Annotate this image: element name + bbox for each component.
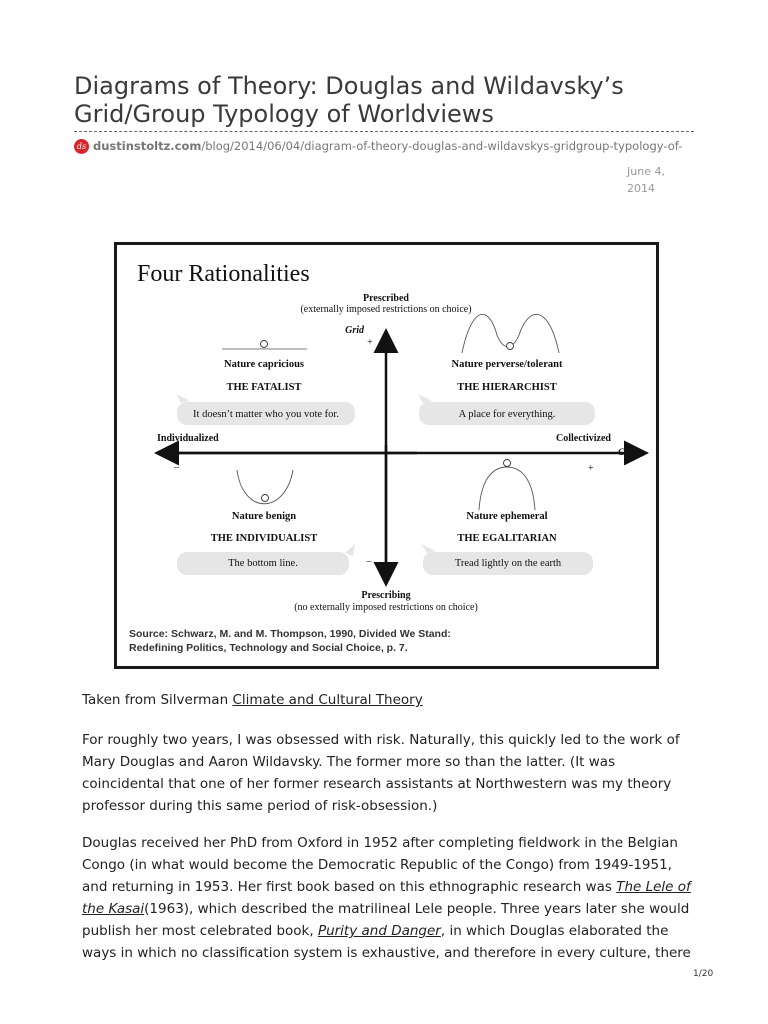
fatalist-speech-bubble [176,394,355,425]
title-divider [74,131,694,132]
individualist-quote: The bottom line. [228,558,298,569]
paragraph-2-text-a: Douglas received her PhD from Oxford in … [82,835,678,895]
source-url-row[interactable]: ds dustinstoltz.com/blog/2014/06/04/diagr… [74,139,682,157]
paragraph-2-text-c: , in which Douglas elaborated the ways i… [82,923,691,961]
grid-minus-sign: – [366,556,373,567]
individualist-type: THE INDIVIDUALIST [211,533,318,544]
caption-prefix: Taken from Silverman [82,692,233,708]
hierarchist-type: THE HIERARCHIST [457,382,556,393]
egalitarian-speech-bubble [421,544,593,575]
hierarchist-speech-bubble [418,394,595,425]
ball-icon [261,494,269,502]
ball-icon [260,340,268,348]
individualist-speech-bubble [177,544,355,575]
figure-caption: Taken from Silverman Climate and Cultura… [82,692,423,708]
hierarchist-nature: Nature perverse/tolerant [452,359,563,370]
site-logo-icon: ds [74,139,89,154]
right-pole-label: Collectivized [556,433,611,444]
egalitarian-type: THE EGALITARIAN [457,533,557,544]
ball-icon [503,459,511,467]
grid-plus-sign: + [367,337,373,348]
group-minus-sign: – [173,462,180,473]
hilltop-icon [478,466,536,511]
paragraph-2-text-b: (1963), which described the matrilineal … [82,901,690,939]
hierarchist-quote: A place for everything. [459,409,556,420]
paragraph-1: For roughly two years, I was obsessed wi… [82,732,680,814]
individualist-nature: Nature benign [232,511,296,522]
valley-icon [236,469,294,505]
figure-source-line1: Source: Schwarz, M. and M. Thompson, 199… [129,628,451,640]
top-pole-label: Prescribed [363,293,409,304]
group-plus-sign: + [588,463,594,474]
fatalist-type: THE FATALIST [227,382,302,393]
fatalist-nature: Nature capricious [224,359,304,370]
source-path[interactable]: /blog/2014/06/04/diagram-of-theory-dougl… [201,139,683,153]
publish-date-line2: 2014 [627,182,655,195]
publish-date: June 4, 2014 [627,163,687,197]
top-pole-subtitle: (externally imposed restrictions on choi… [300,304,471,315]
purity-and-danger-link[interactable]: Purity and Danger [317,923,441,939]
paragraph-2: Douglas received her PhD from Oxford in … [82,832,692,970]
egalitarian-quote: Tread lightly on the earth [455,558,562,569]
figure-source-line2: Redefining Politics, Technology and Soci… [129,642,408,654]
caption-link[interactable]: Climate and Cultural Theory [232,692,423,708]
publish-date-line1: June 4, [627,165,665,178]
egalitarian-nature: Nature ephemeral [466,511,547,522]
source-domain[interactable]: dustinstoltz.com [93,139,202,153]
fatalist-quote: It doesn’t matter who you vote for. [193,409,339,420]
left-pole-label: Individualized [157,433,219,444]
bottom-pole-label: Prescribing [361,590,410,601]
figure-heading: Four Rationalities [137,261,310,287]
group-axis-label: Group [618,448,644,458]
bottom-pole-subtitle: (no externally imposed restrictions on c… [294,602,478,613]
four-rationalities-figure: Four Rationalities Prescribed (externall… [114,242,659,669]
lele-of-the-kasai-link[interactable]: The Lele of the Kasai [82,879,691,917]
grid-axis-label: Grid [345,325,365,336]
ball-icon [506,342,514,350]
grid-group-diagram: Four Rationalities Prescribed (externall… [129,261,649,654]
article-title: Diagrams of Theory: Douglas and Wildavsk… [74,72,624,128]
page-number: 1/20 [693,969,714,979]
